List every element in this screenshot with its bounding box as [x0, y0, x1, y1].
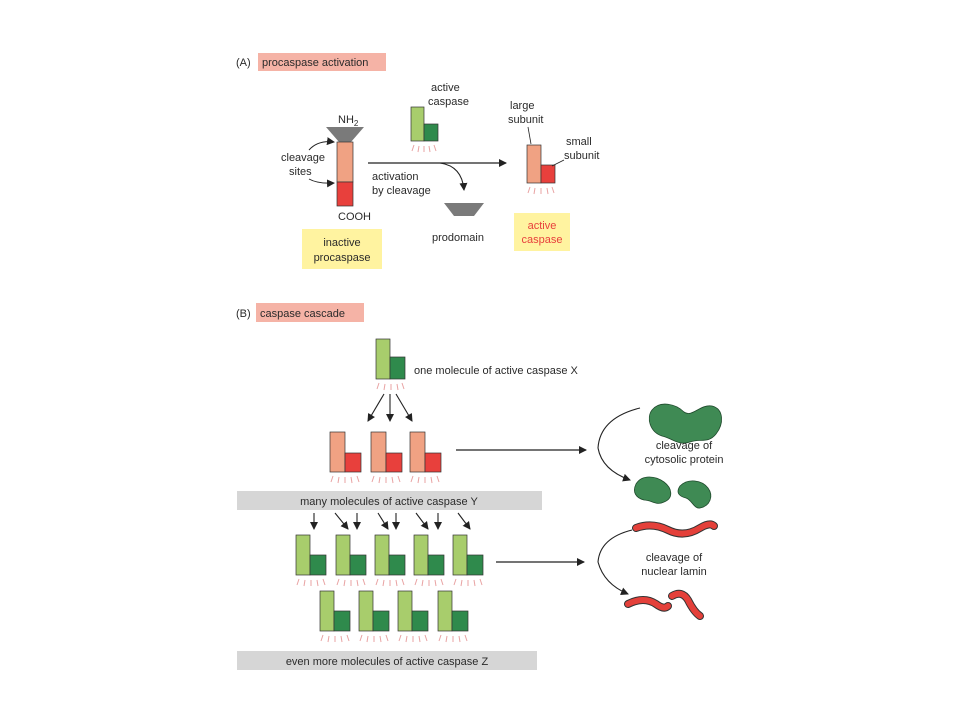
cytosolic-protein-intact: [648, 403, 722, 444]
panel-a-heading: procaspase activation: [262, 57, 368, 69]
caspase-z-molecule: [413, 534, 445, 587]
small-subunit-pointer: [551, 159, 565, 167]
caspase-z-molecule: [374, 534, 406, 587]
lamin-label-line1: cleavage of: [646, 552, 703, 564]
prodomain-shape: [444, 203, 484, 216]
arrow-x-to-y-left: [367, 393, 385, 422]
large-subunit-pointer: [527, 126, 532, 145]
active-caspase-icon-rays: [411, 144, 437, 153]
active-caspase-result-line1: active: [528, 220, 557, 232]
cytosolic-cleavage-curve-down: [597, 447, 631, 482]
large-subunit-line1: large: [510, 100, 534, 112]
active-caspase-result-highlight: [514, 213, 570, 251]
cleavage-sites-label-line1: cleavage: [281, 152, 325, 164]
lamin-label-line2: nuclear lamin: [641, 566, 706, 578]
lamin-cleavage-curve-down: [597, 561, 629, 595]
small-subunit-line1: small: [566, 136, 592, 148]
caspase-y-molecule: [329, 431, 362, 484]
result-small-subunit: [540, 164, 556, 184]
active-caspase-icon-large: [410, 106, 425, 142]
panel-b-heading: caspase cascade: [260, 308, 345, 320]
caspase-x-label: one molecule of active caspase X: [414, 365, 579, 377]
caspase-y-molecule: [409, 431, 442, 484]
procaspase-small-segment: [336, 181, 354, 207]
caspase-z-molecule: [397, 590, 429, 643]
prodomain-label: prodomain: [432, 232, 484, 244]
caspase-z-molecule: [335, 534, 367, 587]
lamin-fragment-left: [625, 597, 671, 611]
cytosolic-fragment-right: [677, 480, 712, 509]
large-subunit-line2: subunit: [508, 114, 543, 126]
panel-b-letter: (B): [236, 308, 251, 320]
procaspase-prodomain-shape: [326, 127, 364, 142]
active-caspase-result-line2: caspase: [522, 234, 563, 246]
caspase-z-molecule: [452, 534, 484, 587]
caspase-z-molecule: [358, 590, 390, 643]
cleavage-arrow-upper: [308, 137, 335, 151]
activation-label-line2: by cleavage: [372, 185, 431, 197]
active-caspase-icon-small: [423, 123, 439, 142]
activation-label-line1: activation: [372, 171, 418, 183]
prodomain-release-arrow: [439, 162, 468, 191]
cytosolic-label-line1: cleavage of: [656, 440, 713, 452]
procaspase-large-segment: [336, 141, 354, 183]
caspase-z-molecule: [295, 534, 327, 587]
cytosolic-fragment-left: [634, 476, 672, 504]
inactive-label-line2: procaspase: [314, 252, 371, 264]
arrow-x-to-y-right: [395, 393, 413, 422]
small-subunit-line2: subunit: [564, 150, 599, 162]
panel-a-letter: (A): [236, 57, 251, 69]
caspase-y-bar: [237, 491, 542, 510]
lamin-cleavage-curve-up: [597, 529, 633, 563]
lamin-intact: [633, 521, 717, 537]
caspase-x-rays: [376, 382, 405, 391]
caspase-z-row-2: [319, 590, 469, 643]
inactive-procaspase-highlight: [302, 229, 382, 269]
panel-b-heading-highlight: [256, 303, 364, 322]
cleavage-arrow-lower: [308, 178, 335, 188]
panel-a: (A) procaspase activation NH2 COOH cleav…: [236, 53, 599, 269]
cytosolic-cleavage-curve-up: [597, 407, 641, 449]
result-caspase-rays: [527, 186, 555, 195]
result-large-subunit: [526, 144, 542, 184]
active-caspase-top-line1: active: [431, 82, 460, 94]
caspase-z-molecule: [319, 590, 351, 643]
arrows-y-to-z: [310, 512, 471, 530]
caspase-z-label: even more molecules of active caspase Z: [286, 656, 489, 668]
caspase-y-label: many molecules of active caspase Y: [300, 496, 478, 508]
caspase-y-molecule: [370, 431, 403, 484]
inactive-label-line1: inactive: [323, 237, 360, 249]
caspase-z-row-1: [295, 534, 484, 587]
active-caspase-top-line2: caspase: [428, 96, 469, 108]
caspase-x-small: [389, 356, 406, 380]
caspase-z-molecule: [437, 590, 469, 643]
cooh-label: COOH: [338, 211, 371, 223]
lamin-fragment-right: [669, 590, 703, 619]
nh2-label: NH2: [338, 114, 359, 128]
panel-a-heading-highlight: [258, 53, 386, 71]
cytosolic-label-line2: cytosolic protein: [645, 454, 724, 466]
caspase-x-large: [375, 338, 391, 380]
panel-b: (B) caspase cascade one molecule of acti…: [236, 303, 723, 670]
cleavage-sites-label-line2: sites: [289, 166, 312, 178]
caspase-z-bar: [237, 651, 537, 670]
